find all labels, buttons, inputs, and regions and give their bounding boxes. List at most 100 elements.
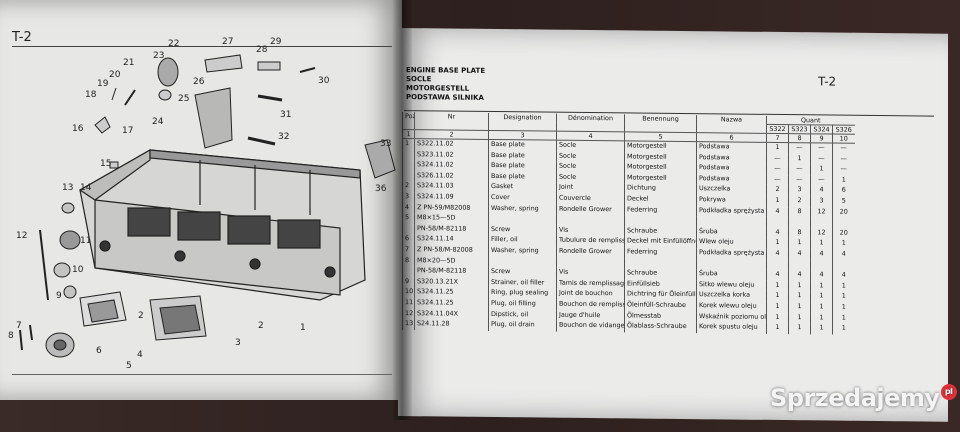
- row-nazwa: Sitko wlewu oleju: [696, 279, 767, 292]
- callout-1: 1: [300, 323, 306, 333]
- callout-12: 12: [16, 231, 27, 241]
- row-benennung: [624, 257, 697, 270]
- row-quantity: 12: [810, 206, 833, 218]
- row-nazwa: Podstawa: [696, 152, 767, 165]
- header-nazwa: Nazwa: [696, 115, 767, 134]
- col-num: 9: [810, 133, 833, 144]
- row-quantity: 4: [766, 248, 789, 260]
- row-designation: Gasket: [488, 182, 557, 194]
- row-quantity: —: [766, 153, 789, 165]
- row-nazwa: Uszczelka: [696, 184, 767, 196]
- row-quantity: 1: [832, 281, 855, 293]
- callout-6: 6: [96, 346, 102, 356]
- row-quantity: 3: [788, 185, 811, 197]
- row-quantity: [788, 259, 811, 271]
- left-page-code: T-2: [12, 30, 32, 45]
- row-quantity: 1: [832, 175, 855, 187]
- row-quantity: 20: [832, 228, 855, 240]
- row-quantity: 1: [832, 323, 855, 335]
- row-benennung: Deckel mit Einfüllöffnung: [624, 236, 697, 249]
- row-nr: S320.13.21X: [414, 276, 489, 289]
- header-designation: Designation: [488, 112, 557, 132]
- row-benennung: Motorgestell: [624, 173, 697, 185]
- row-quantity: 1: [788, 323, 811, 335]
- left-header-rule: [12, 46, 392, 47]
- row-denomination: Socle: [556, 161, 625, 174]
- callout-27: 27: [222, 37, 233, 47]
- row-benennung: Motorgestell: [624, 140, 697, 153]
- row-quantity: 4: [766, 269, 789, 281]
- row-benennung: Federring: [624, 247, 697, 259]
- header-nr: Nr: [414, 112, 489, 131]
- row-quantity: 1: [810, 164, 833, 176]
- row-benennung: Motorgestell: [624, 162, 697, 174]
- row-nr: S323.11.02: [414, 149, 489, 162]
- exploded-parts-drawing: 1 2 2 3 4 5 6 7 8 9 10 11 12 13 14 15 16…: [8, 37, 396, 371]
- row-quantity: [832, 260, 855, 271]
- row-quantity: 1: [788, 301, 811, 313]
- row-quantity: [766, 217, 789, 228]
- row-quantity: 12: [810, 228, 833, 239]
- row-nr: S324.11.14: [414, 234, 489, 246]
- row-quantity: 1: [766, 195, 789, 207]
- header-denomination: Dénomination: [556, 113, 625, 132]
- row-quantity: [788, 217, 811, 229]
- row-quantity: —: [810, 153, 833, 165]
- row-denomination: Joint: [556, 183, 625, 195]
- row-quantity: 6: [832, 185, 855, 197]
- callout-8: 8: [8, 331, 14, 341]
- row-quantity: —: [832, 154, 855, 165]
- callout-19: 19: [97, 79, 109, 89]
- row-designation: Washer, spring: [488, 245, 557, 258]
- callout-13: 13: [62, 183, 73, 193]
- row-benennung: Ölablass-Schraube: [624, 321, 697, 333]
- row-denomination: Tamis de remplissage de l'huile: [556, 278, 625, 290]
- row-designation: Base plate: [488, 139, 557, 152]
- row-quantity: —: [788, 142, 811, 154]
- row-quantity: 1: [788, 312, 811, 324]
- row-quantity: 1: [832, 313, 855, 324]
- row-quantity: 1: [766, 280, 789, 292]
- row-benennung: Einfüllsieb: [624, 279, 697, 291]
- row-quantity: 1: [766, 291, 789, 302]
- callout-17: 17: [122, 126, 133, 136]
- row-denomination: Couvercle: [556, 193, 625, 205]
- row-designation: [488, 256, 557, 268]
- row-quantity: —: [810, 142, 833, 155]
- callout-32: 32: [278, 132, 289, 142]
- row-quantity: 1: [810, 238, 833, 250]
- left-footer-rule: [12, 374, 392, 375]
- row-denomination: Rondelle Grower: [556, 204, 625, 216]
- row-quantity: 3: [810, 196, 833, 208]
- callout-23: 23: [153, 51, 164, 61]
- row-quantity: 1: [810, 281, 833, 292]
- row-nr: M8×20—5D: [414, 255, 489, 268]
- row-benennung: Schraube: [624, 268, 697, 280]
- row-quantity: 2: [766, 185, 789, 197]
- watermark-suffix: pl: [940, 384, 957, 400]
- row-designation: Base plate: [488, 171, 557, 184]
- watermark-text: Sprzedajemy: [770, 384, 940, 412]
- row-benennung: Deckel: [624, 194, 697, 206]
- callout-14: 14: [80, 183, 92, 193]
- row-denomination: Socle: [556, 140, 625, 152]
- section-title: ENGINE BASE PLATE SOCLE MOTORGESTELL POD…: [406, 66, 485, 103]
- row-nazwa: Korek spustu oleju: [696, 322, 767, 334]
- row-quantity: 4: [788, 249, 811, 260]
- row-quantity: 8: [788, 227, 811, 239]
- row-quantity: 1: [766, 142, 789, 154]
- col-num: 8: [788, 133, 811, 143]
- row-quantity: —: [832, 143, 855, 155]
- callout-22: 22: [168, 39, 179, 49]
- row-quantity: 1: [810, 302, 833, 314]
- parts-table: Poz Nr Designation Dénomination Benennun…: [402, 112, 855, 335]
- row-quantity: 4: [788, 270, 811, 282]
- row-quantity: 4: [766, 206, 789, 218]
- row-nazwa: Podkładka sprężysta: [696, 248, 767, 260]
- row-nr: Z PN-58/M-82008: [414, 245, 489, 257]
- row-designation: Base plate: [488, 161, 557, 173]
- row-denomination: Vis: [556, 225, 625, 237]
- callout-2b: 2: [138, 311, 144, 321]
- row-quantity: 1: [832, 238, 855, 250]
- header-s326: S326: [832, 125, 855, 135]
